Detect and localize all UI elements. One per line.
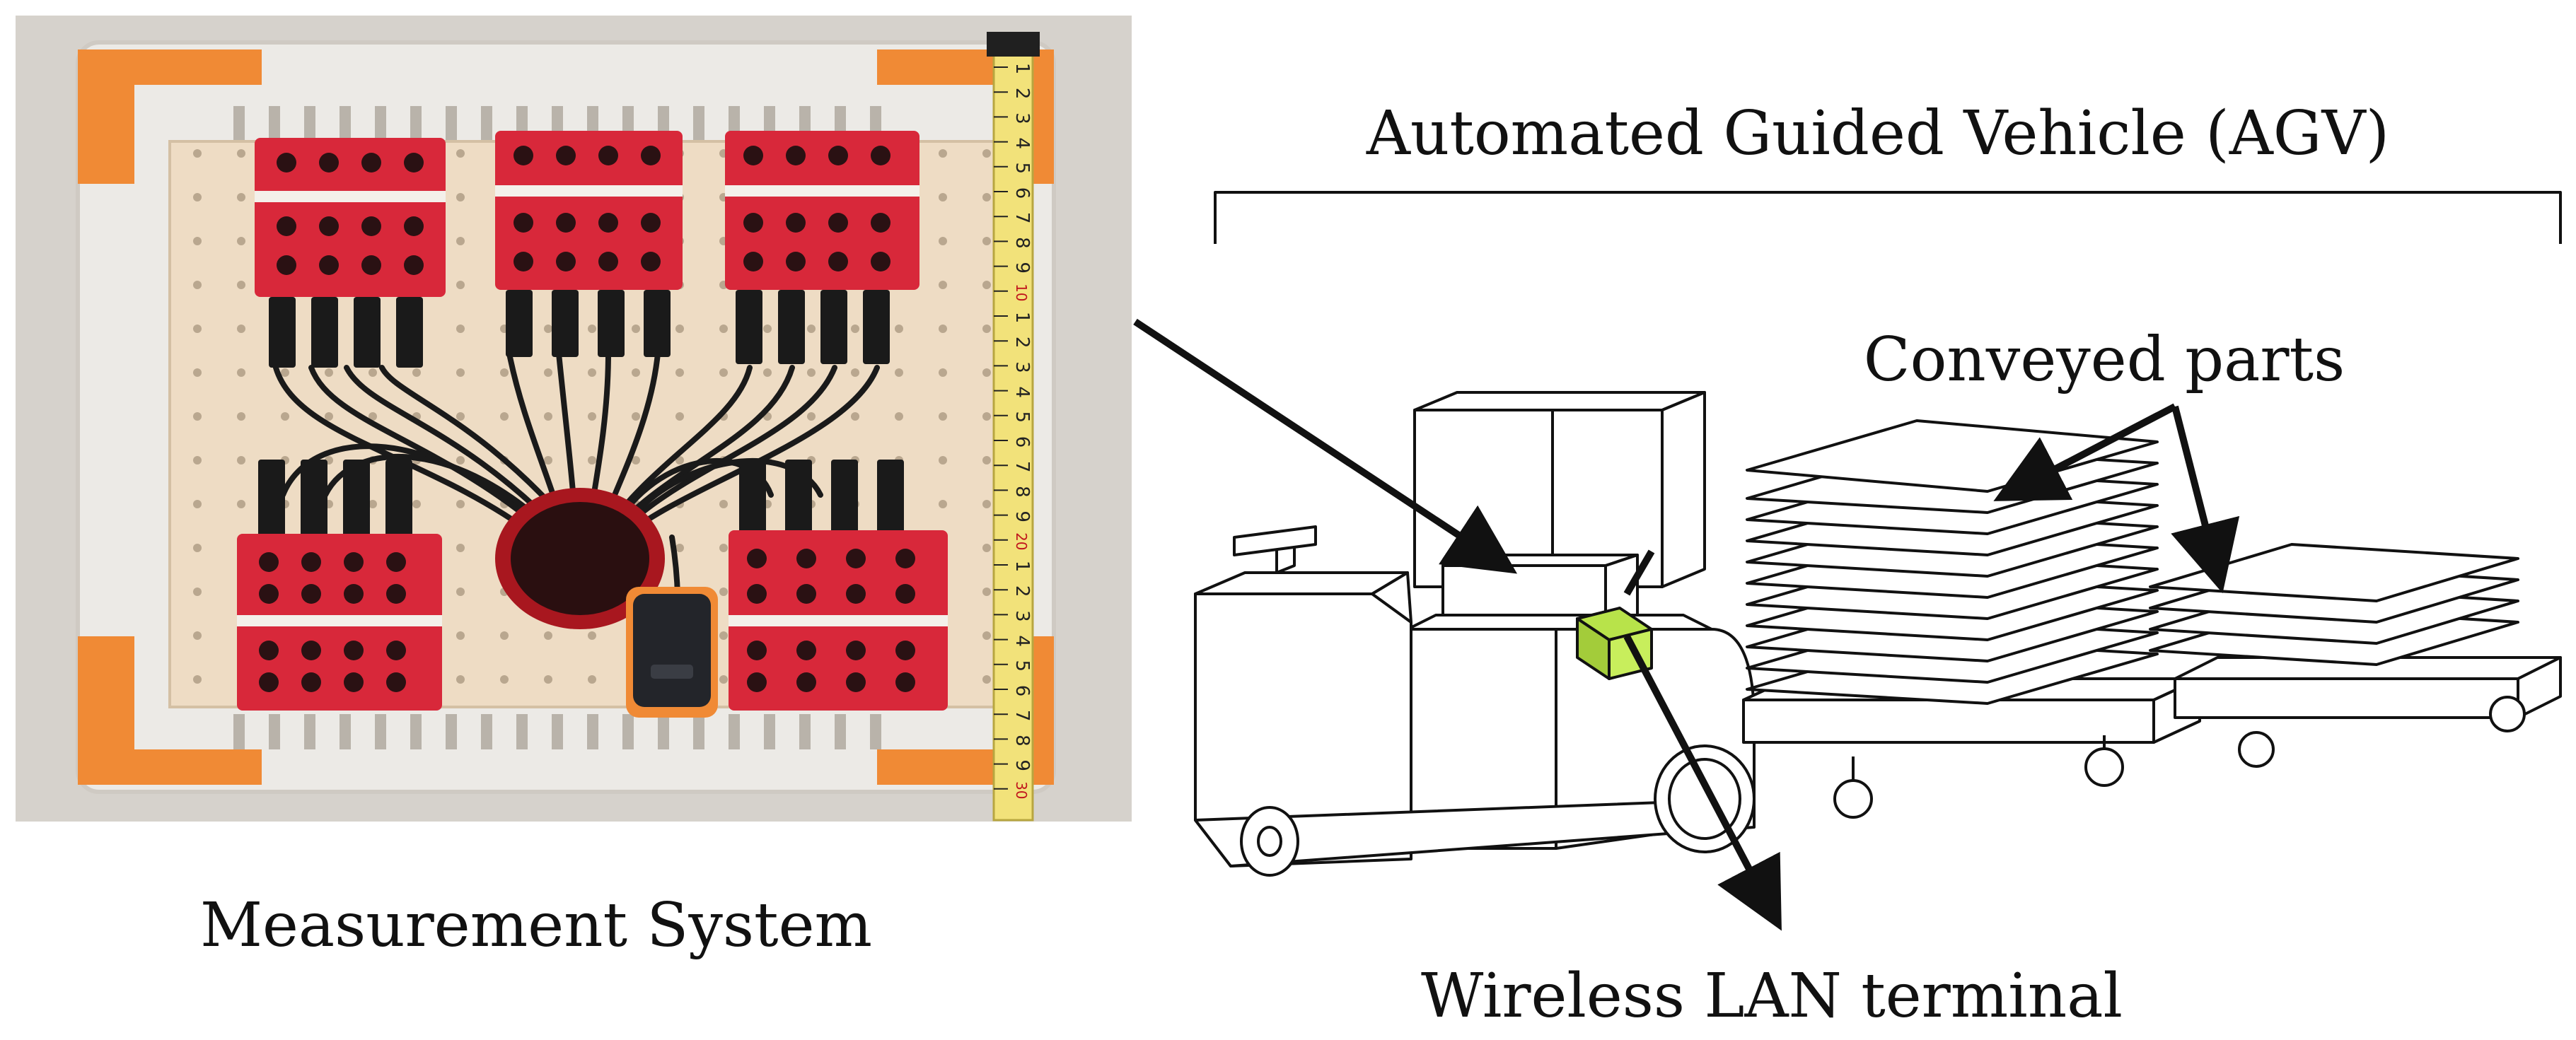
ruler-tick-label: 20 [1013,532,1030,550]
ruler-tick-label: 8 [1011,486,1033,498]
ruler-tick-label: 9 [1011,759,1033,771]
agv-title: Automated Guided Vehicle (AGV) [1366,98,2389,169]
ruler-tick-label: 7 [1011,710,1033,722]
ruler-tick-label: 6 [1011,436,1033,448]
ruler-tick-label: 2 [1011,337,1033,349]
tape-measure: 1 2 3 4 5 6 7 8 9 10 1 2 3 4 5 6 7 8 9 20 1 2 3 4 5 6 7 8 9 30 [987,32,1040,822]
measurement-system-photo: 1 2 3 4 5 6 7 8 9 10 1 2 3 4 5 6 7 8 9 20 1 2 3 4 5 6 7 8 9 30 [16,16,1132,822]
ruler-tick-label: 10 [1013,284,1030,301]
ruler-tick-label: 7 [1011,461,1033,473]
ruler-tick-label: 8 [1011,735,1033,747]
ruler-tick-label: 4 [1011,386,1033,398]
ruler-tick-label: 4 [1011,137,1033,149]
ruler-tick-label: 6 [1011,685,1033,697]
ruler-tick-label: 4 [1011,635,1033,647]
crate-vents-bottom [233,714,881,749]
ruler-tick-label: 9 [1011,262,1033,274]
ruler-tick-label: 1 [1011,312,1033,324]
ruler-tick-label: 5 [1011,411,1033,423]
ruler-tick-label: 6 [1011,187,1033,199]
agv-tugger [1194,391,1756,877]
agv-diagram [1133,191,2562,931]
conveyed-parts-label: Conveyed parts [1864,325,2345,395]
ruler-tick-label: 30 [1013,781,1030,799]
ruler-tick-label: 3 [1011,361,1033,373]
arrow-from-terminal-up [1623,549,1655,596]
callout-arrows [1133,318,2240,931]
sensor-block [255,138,446,368]
sensor-cells [259,146,915,692]
ruler-tick-label: 3 [1011,112,1033,124]
wireless-lan-label: Wireless LAN terminal [1421,961,2123,1032]
ruler-tick-label: 5 [1011,660,1033,672]
ruler-tick-label: 2 [1011,88,1033,100]
ruler-tick-label: 1 [1011,63,1033,75]
ruler-ticks: 1 2 3 4 5 6 7 8 9 10 1 2 3 4 5 6 7 8 9 20 1 2 3 4 5 6 7 8 9 30 [994,63,1033,800]
ruler-tick-label: 1 [1011,561,1033,573]
conveyed-parts-stack-1 [1746,419,2159,705]
sensor-block [495,131,683,357]
arrow-to-control-box [1133,318,1518,574]
arrow-to-wireless-lan-label [1623,634,1782,931]
sensor-block [237,460,442,711]
ruler-tick-label: 9 [1011,510,1033,522]
ruler-tick-label: 8 [1011,237,1033,249]
wireless-module [626,587,718,718]
conveyed-parts-stack-2 [2149,543,2519,666]
arrow-to-stack-1 [1993,403,2177,501]
measurement-system-label: Measurement System [200,890,872,961]
ruler-tick-label: 7 [1011,212,1033,224]
agv-bracket [1214,191,2562,244]
arrow-to-stack-2 [2171,405,2240,594]
ruler-tick-label: 3 [1011,610,1033,622]
ruler-tick-label: 2 [1011,585,1033,597]
sensor-block [725,131,919,364]
sensor-block [729,460,948,711]
cart-2 [2174,656,2562,768]
ruler-tick-label: 5 [1011,163,1033,175]
